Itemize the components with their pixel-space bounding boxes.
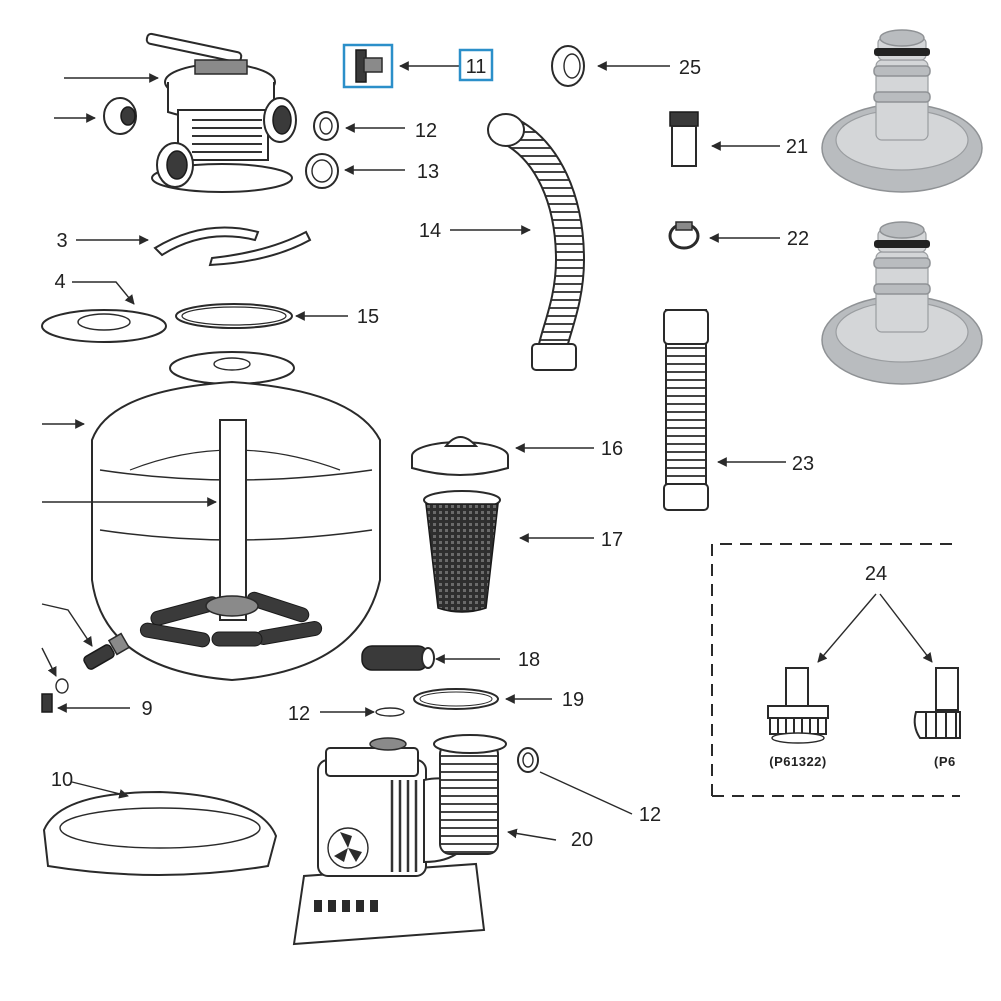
part-15-tank-o-ring — [175, 303, 348, 329]
callout-20: 20 — [571, 829, 593, 851]
callout-3: 3 — [56, 230, 67, 252]
callout-12-lower: 12 — [639, 804, 661, 826]
part-24-kit-box — [711, 543, 960, 797]
callout-15: 15 — [357, 306, 379, 328]
kit-adapter-left — [767, 667, 829, 744]
callout-22: 22 — [787, 228, 809, 250]
callout-14: 14 — [419, 220, 441, 242]
part-13-coupling-nut — [305, 153, 405, 189]
part-4-tank-lid — [41, 281, 167, 343]
callout-10: 10 — [51, 769, 73, 791]
part-20-pump — [292, 734, 557, 946]
kit-code-left: (P61322) — [769, 754, 826, 769]
kit-code-right: (P6 — [934, 754, 956, 769]
part-12-o-ring-middle — [320, 707, 405, 717]
part-10-base — [42, 781, 278, 876]
callout-21: 21 — [786, 136, 808, 158]
callout-25: 25 — [679, 57, 701, 79]
part-3-clamp — [76, 226, 312, 267]
callout-11: 11 — [466, 56, 487, 78]
pressure-gauge — [54, 97, 137, 135]
callout-9: 9 — [141, 698, 152, 720]
callout-4: 4 — [54, 271, 65, 293]
callout-13: 13 — [417, 161, 439, 183]
part-11-drain-plug — [342, 43, 494, 89]
part-22-hose-clamp — [668, 221, 780, 250]
part-25-hose-nut — [551, 45, 670, 87]
sand-filter-tank — [42, 351, 381, 682]
callout-12-top: 12 — [415, 120, 437, 142]
part-12-o-ring-lower — [517, 747, 633, 815]
part-21-adapter — [669, 111, 780, 167]
callout-18: 18 — [518, 649, 540, 671]
part-14-hose — [450, 113, 586, 371]
left-small-parts — [41, 603, 131, 713]
adapter-photo-top — [821, 29, 983, 193]
adapter-photo-bottom — [821, 221, 983, 385]
callout-19: 19 — [562, 689, 584, 711]
callout-16: 16 — [601, 438, 623, 460]
part-12-o-ring-top — [313, 111, 405, 141]
part-23-hose — [663, 309, 786, 511]
callout-12-middle: 12 — [288, 703, 310, 725]
callout-23: 23 — [792, 453, 814, 475]
callout-17: 17 — [601, 529, 623, 551]
part-19-o-ring — [413, 688, 552, 710]
callout-24: 24 — [865, 563, 887, 585]
multiport-valve — [64, 32, 297, 193]
part-17-strainer-basket — [423, 490, 594, 613]
part-16-strainer-lid — [411, 436, 594, 476]
part-18-lateral — [361, 645, 500, 671]
kit-adapter-right — [913, 667, 961, 739]
